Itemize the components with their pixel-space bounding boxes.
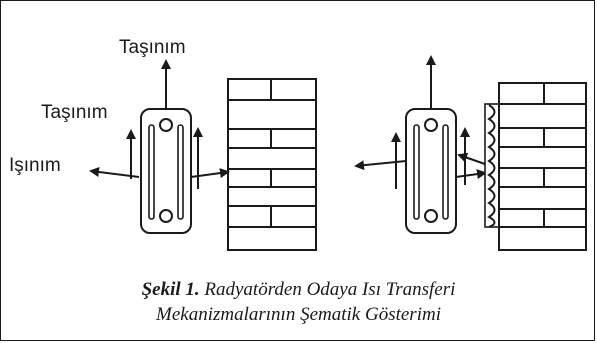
convection-top-label: Taşınım (119, 37, 186, 58)
right-radiator (405, 108, 457, 234)
caption-title-start: Radyatörden Odaya Isı Transferi (204, 279, 456, 300)
left-brick-wall (227, 78, 317, 251)
left-convection-side-arrows (126, 127, 203, 189)
reflective-foil (484, 103, 500, 228)
caption-line-1: Şekil 1. Radyatörden Odaya Isı Transferi (1, 277, 596, 302)
figure-caption: Şekil 1. Radyatörden Odaya Isı Transferi… (1, 277, 596, 327)
convection-side-label: Taşınım (41, 102, 108, 123)
heat-transfer-diagram (89, 55, 587, 251)
left-radiation-arrows (89, 167, 230, 179)
caption-line-2: Mekanizmalarının Şematik Gösterimi (156, 304, 441, 325)
figure-number: Şekil 1. (141, 279, 200, 300)
radiation-label: Işınım (9, 155, 61, 176)
right-radiation-arrows (354, 152, 487, 180)
right-brick-wall (498, 82, 587, 251)
left-radiator (140, 108, 192, 234)
